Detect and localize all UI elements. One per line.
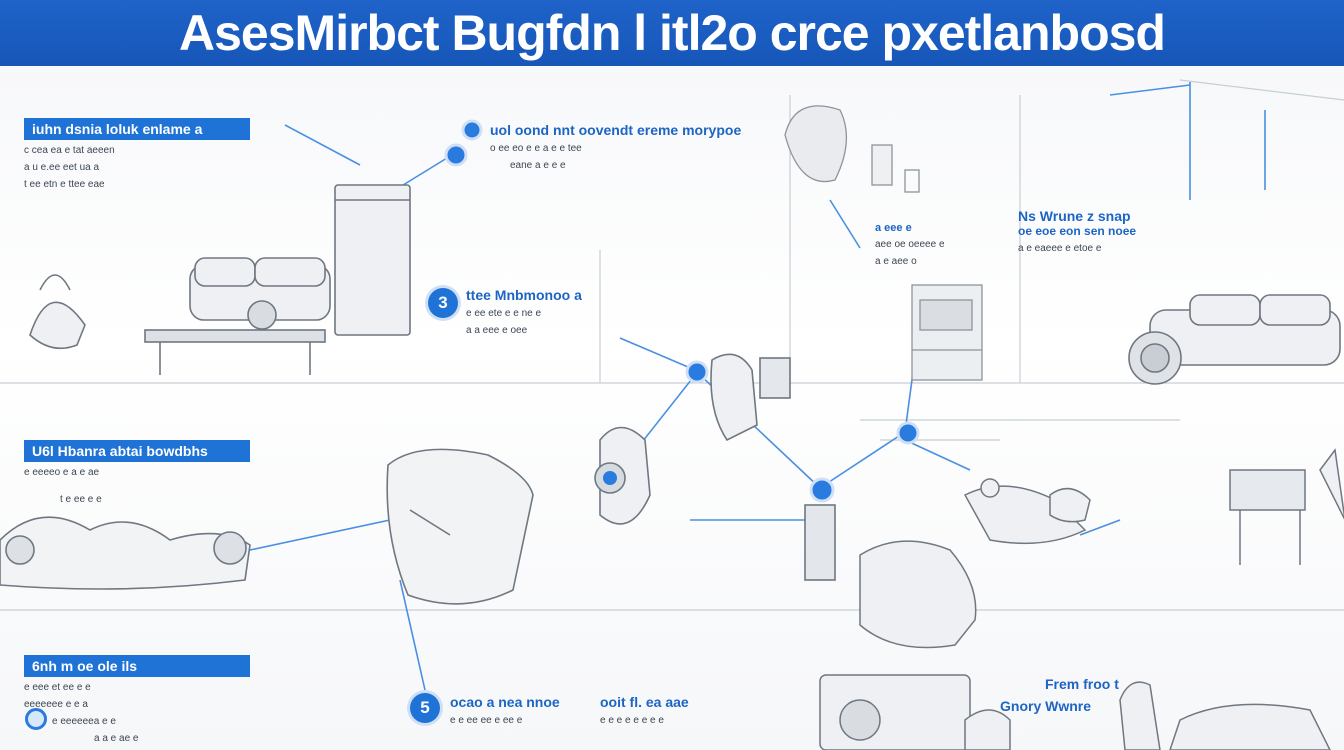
callout-bottom-left-sub4: a a e ae e [94,733,139,744]
callout-bottom-left-sub1: e eee et ee e e [24,682,91,693]
callout-bottom-center-label: ooit fl. ea aae [600,694,689,710]
callout-top-center: uol oond nnt oovendt ereme morypoe o ee … [490,122,741,172]
location-pin-icon [25,708,47,730]
step-badge-5: 5 [410,693,440,723]
sketch-canvas [0,66,1344,750]
callout-top-left-sub1: c cea ea e tat aeeen [24,145,115,156]
callout-top-center-sub2: eane a e e e [510,160,566,171]
callout-step3-label: ttee Mnbmonoo a [466,287,582,303]
callout-step3-sub2: a a eee e oee [466,325,528,336]
callout-left-mid: U6l Hbanra abtai bowdbhs e eeeeo e a e a… [24,440,250,506]
callout-right-mid-label2: oe eoe eon sen noee [1018,224,1137,238]
title-banner: AsesMirbct Bugfdn l itl2o crce pxetlanbo… [0,0,1344,66]
callout-bottom-center: ooit fl. ea aae e e e e e e e e [600,694,689,727]
callout-bottom-left-sub2: eeeeeee e e a [24,699,88,710]
callout-top-center-label: uol oond nnt oovendt ereme morypoe [490,122,742,138]
step-badge-3: 3 [428,288,458,318]
callout-right-mid-label: Ns Wrune z snap [1018,208,1131,224]
callout-bottom-left-label: 6nh m oe ole ils [24,655,250,677]
callout-top-left: iuhn dsnia loluk enlame a c cea ea e tat… [24,118,250,191]
callout-step5: ocao a nea nnoe e e ee ee e ee e [450,694,560,727]
callout-tr-small-label: a eee e [875,222,912,234]
callout-top-center-sub1: o ee eo e e a e e tee [490,143,582,154]
callout-tr-small: a eee e aee oe oeeee e a e aee o [875,222,945,268]
callout-right-mid-sub1: a e eaeee e etoe e [1018,243,1102,254]
callout-left-mid-sub1: e eeeeo e a e ae [24,467,100,478]
callout-top-left-label: iuhn dsnia loluk enlame a [24,118,250,140]
callout-left-mid-sub2: t e ee e e [60,494,102,505]
callout-step3: ttee Mnbmonoo a e ee ete e e ne e a a ee… [466,287,582,337]
callout-tr-small-sub2: a e aee o [875,256,917,267]
callout-bottom-center-sub1: e e e e e e e e [600,715,664,726]
callout-bottom-right-label: Frem froo t [1045,676,1119,692]
callout-step5-sub1: e e ee ee e ee e [450,715,523,726]
callout-top-left-sub2: a u e.ee eet ua a [24,162,100,173]
callout-right-mid: Ns Wrune z snap oe eoe eon sen noee a e … [1018,208,1136,255]
callout-step3-sub1: e ee ete e e ne e [466,308,542,319]
callout-bottom-left-sub3: e eeeeeea e e [52,716,116,727]
banner-title: AsesMirbct Bugfdn l itl2o crce pxetlanbo… [179,5,1166,61]
callout-step5-label: ocao a nea nnoe [450,694,560,710]
callout-bottom-right-label2: Gnory Wwnre [1000,698,1092,714]
callout-top-left-sub3: t ee etn e ttee eae [24,179,105,190]
callout-left-mid-label: U6l Hbanra abtai bowdbhs [24,440,250,462]
callout-bottom-right: Frem froo t Gnory Wwnre [1000,676,1119,714]
callout-tr-small-sub1: aee oe oeeee e [875,239,945,250]
callout-bottom-left: 6nh m oe ole ils e eee et ee e e eeeeeee… [24,655,250,745]
